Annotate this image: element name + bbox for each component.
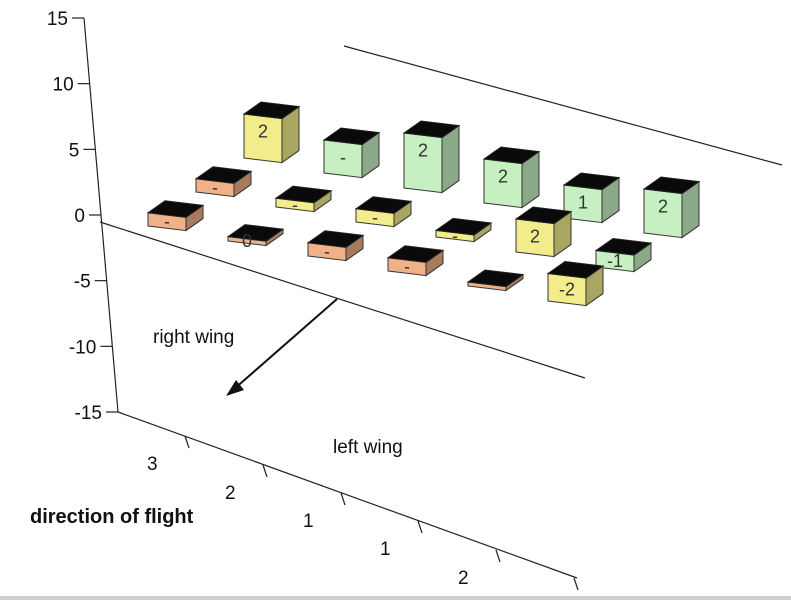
back-top-edge bbox=[343, 45, 783, 166]
bar-value-label: - bbox=[404, 257, 410, 277]
bar-top-face bbox=[434, 217, 493, 236]
x-tick-mark bbox=[573, 577, 579, 591]
x-tick-label: 1 bbox=[380, 539, 391, 560]
bar bbox=[466, 269, 525, 292]
bar-value-label: 0 bbox=[242, 231, 252, 251]
x-axis-ticks: 321123 bbox=[147, 435, 579, 600]
zero-plane-edge bbox=[99, 221, 586, 379]
bar: 0 bbox=[226, 224, 285, 251]
bar-top-face bbox=[482, 146, 541, 165]
bar-top-face bbox=[146, 200, 205, 218]
bar: 2 bbox=[514, 206, 573, 258]
direction-arrow-head bbox=[226, 380, 244, 396]
bar-top-face bbox=[562, 172, 621, 191]
bar-top-face bbox=[322, 127, 381, 146]
bar-top-face bbox=[514, 206, 573, 225]
bar: - bbox=[434, 217, 493, 246]
bar-top-face bbox=[194, 166, 253, 184]
bar-value-label: - bbox=[212, 178, 218, 198]
x-tick-mark bbox=[262, 464, 268, 478]
bar: 2 bbox=[482, 146, 541, 209]
bottom-edge bbox=[117, 411, 578, 579]
bar-value-label: 2 bbox=[418, 140, 428, 160]
z-tick-label: -10 bbox=[69, 337, 96, 358]
direction-of-flight-label: direction of flight bbox=[30, 506, 194, 528]
bar-top-face bbox=[242, 101, 301, 120]
bar-top-face bbox=[306, 230, 365, 248]
bar-value-label: - bbox=[324, 242, 330, 262]
x-tick-label: 2 bbox=[458, 568, 469, 589]
bar: - bbox=[322, 127, 381, 179]
bar-value-label: - bbox=[340, 147, 346, 167]
bar-top-face bbox=[226, 224, 285, 242]
bar-top-face bbox=[402, 120, 461, 139]
bar: - bbox=[146, 200, 205, 232]
right-wing-label: right wing bbox=[153, 327, 234, 348]
bar: 2 bbox=[402, 120, 461, 194]
bar: - bbox=[386, 245, 445, 277]
bar-value-label: -2 bbox=[559, 280, 575, 300]
bar: -2 bbox=[546, 260, 605, 307]
z-tick-label: 5 bbox=[69, 140, 80, 161]
z-tick-label: 10 bbox=[53, 75, 74, 96]
bar: - bbox=[306, 230, 365, 262]
bar-top-face bbox=[354, 196, 413, 214]
bar: 2 bbox=[642, 176, 701, 239]
bar-value-label: 2 bbox=[498, 166, 508, 186]
bar-value-label: 2 bbox=[530, 226, 540, 246]
bar-value-label: -1 bbox=[607, 251, 623, 271]
bar-value-label: 2 bbox=[658, 196, 668, 216]
z-tick-label: -5 bbox=[74, 272, 91, 293]
x-tick-label: 1 bbox=[303, 511, 314, 532]
x-tick-mark bbox=[340, 492, 346, 506]
left-wing-label: left wing bbox=[333, 437, 403, 458]
x-tick-mark bbox=[184, 435, 190, 449]
x-tick-label: 2 bbox=[225, 483, 236, 504]
x-tick-mark bbox=[495, 549, 501, 563]
bottom-border bbox=[0, 596, 791, 600]
bar: - bbox=[194, 166, 253, 198]
direction-arrow-line bbox=[232, 298, 338, 391]
bar-value-label: - bbox=[372, 208, 378, 228]
bar: - bbox=[274, 185, 333, 215]
x-tick-mark bbox=[417, 520, 423, 534]
bar-top-face bbox=[594, 237, 653, 256]
bar-top-face bbox=[466, 269, 525, 288]
bar: 2 bbox=[242, 101, 301, 164]
bar-top-face bbox=[386, 245, 445, 263]
bar-top-face bbox=[274, 185, 333, 204]
bar-value-label: - bbox=[292, 195, 298, 215]
x-tick-label: 3 bbox=[147, 454, 158, 475]
bar-value-label: - bbox=[164, 212, 170, 232]
bar-value-label: 1 bbox=[578, 192, 588, 212]
z-tick-label: 15 bbox=[47, 9, 68, 30]
bar-top-face bbox=[642, 176, 701, 195]
z-tick-label: -15 bbox=[75, 403, 102, 424]
bar-top-face bbox=[546, 260, 605, 279]
z-axis-ticks: 15 10 5 0 -5 -10 -15 bbox=[47, 9, 118, 424]
bar-value-label: - bbox=[452, 226, 458, 246]
bar-value-label: 2 bbox=[258, 121, 268, 141]
bar: - bbox=[354, 196, 413, 228]
bar: -1 bbox=[594, 237, 653, 273]
bar: 1 bbox=[562, 172, 621, 224]
z-tick-label: 0 bbox=[74, 206, 85, 227]
